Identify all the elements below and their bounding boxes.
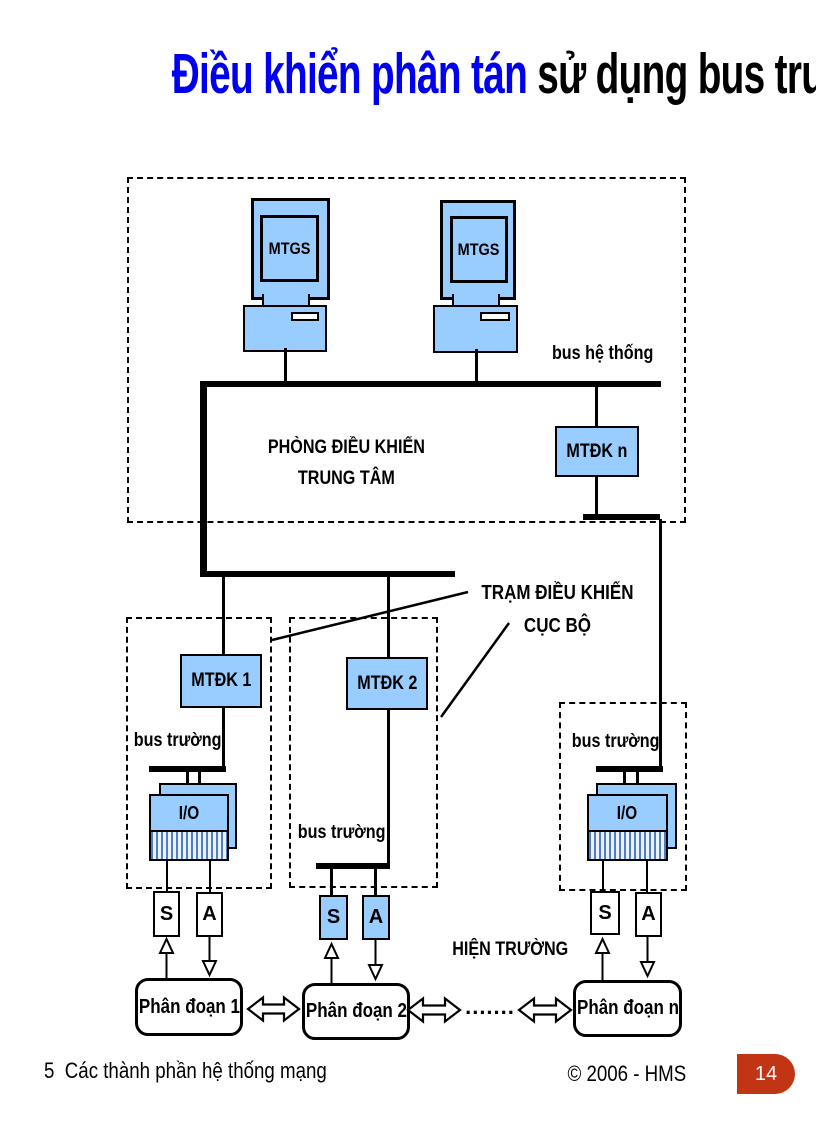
controller-n-box: MTĐK n (555, 426, 639, 477)
segment-link-arrow-1 (246, 995, 301, 1023)
system-bus-line (200, 381, 661, 387)
workstation-1-label: MTGS (268, 238, 311, 258)
station-3-io-module: I/O (587, 794, 668, 861)
station-1-box (126, 617, 272, 889)
station-2-sensor-box: S (319, 895, 348, 940)
station-3-io-terminals (589, 830, 666, 859)
control-room-box (127, 177, 686, 523)
station-1-sensor-box: S (153, 891, 180, 937)
workstation-2-label: MTGS (458, 239, 500, 259)
station-2-fieldbus-line (316, 863, 390, 869)
controller-1-to-fieldbus-line (222, 708, 225, 766)
controller-n-drop-bottom (595, 477, 598, 515)
segmentn-to-sensor-arrowhead (594, 936, 611, 954)
actuator1-to-segment-arrowhead (201, 960, 218, 978)
workstation-2-icon: MTGS (433, 200, 518, 353)
station-1-actuator-line (209, 861, 211, 892)
station-3-box (559, 702, 687, 891)
field-level-label: HIỆN TRƯỜNG (451, 939, 568, 960)
station-2-sensor-stub (330, 869, 333, 895)
page-number: 14 (754, 1062, 778, 1085)
station-1-io-terminals (151, 830, 227, 859)
controller-2-to-fieldbus-line (387, 710, 390, 863)
segment2-to-sensor-arrowhead (323, 941, 340, 959)
workstation-1-slot (291, 312, 319, 321)
station-1-sensor-line (166, 861, 168, 892)
footer-copyright: © 2006 - HMS (567, 1061, 687, 1086)
station-1-actuator-box: A (196, 892, 223, 937)
workstation-1-drop-line (284, 348, 287, 381)
actuator2-to-segment-arrowhead (367, 964, 384, 982)
segment-n-box: Phân đoạn n (573, 980, 682, 1037)
station-3-actuator-line (646, 861, 648, 892)
workstation-2-base (433, 305, 518, 353)
segment-1-box: Phân đoạn 1 (135, 978, 243, 1036)
station-3-sensor-line (602, 861, 604, 892)
station-3-actuator-box: A (635, 892, 662, 937)
workstation-2-neck (452, 294, 500, 305)
workstation-1-neck (262, 294, 310, 305)
segment-link-arrow-2 (406, 996, 462, 1024)
station-2-actuator-stub (374, 869, 377, 895)
station-3-fieldbus-line (596, 766, 663, 772)
segment1-to-sensor-arrowhead (158, 936, 175, 954)
controller-n-to-station3-line (659, 519, 662, 768)
workstation-1-screen: MTGS (260, 215, 319, 282)
backbone-bus-line (200, 571, 455, 577)
controller-1-drop-line (222, 577, 225, 654)
station-1-bus-label: bus trường (133, 730, 222, 751)
controller-1-box: MTĐK 1 (180, 654, 262, 708)
workstation-1-icon: MTGS (243, 198, 330, 352)
callout-pointer-line-1 (271, 590, 469, 642)
station-1-io-label: I/O (178, 802, 200, 823)
workstation-1-base (243, 305, 327, 352)
controller-n-stub-bus (583, 514, 660, 520)
callout-pointer-line-2 (439, 622, 511, 718)
workstation-2-drop-line (475, 349, 478, 381)
station-2-actuator-box: A (362, 895, 390, 940)
station-1-fieldbus-line (149, 766, 226, 772)
workstation-2-screen: MTGS (450, 216, 508, 283)
station-1-io-module: I/O (149, 794, 229, 861)
system-bus-label: bus hệ thống (551, 343, 654, 364)
footer-section-title: 5 Các thành phần hệ thống mạng (44, 1058, 327, 1083)
station-2-bus-label: bus trường (297, 822, 386, 843)
segment-ellipsis: ....... (465, 994, 515, 1019)
workstation-2-slot (480, 312, 510, 321)
controller-2-box: MTĐK 2 (346, 657, 428, 710)
segment-link-arrow-3 (517, 996, 573, 1024)
station-3-sensor-box: S (590, 891, 620, 935)
backbone-left-line (200, 381, 207, 577)
station-3-io-label: I/O (617, 802, 638, 823)
slide-title-blue: Điều khiển phân tán (171, 42, 528, 106)
actuatorn-to-segment-arrowhead (639, 961, 656, 979)
slide-title-black: sử dụng bus trường (537, 42, 816, 106)
page-number-badge: 14 (737, 1054, 795, 1094)
station-3-bus-label: bus trường (571, 731, 660, 752)
controller-n-drop-top (595, 387, 598, 426)
segment-2-box: Phân đoạn 2 (302, 983, 410, 1040)
